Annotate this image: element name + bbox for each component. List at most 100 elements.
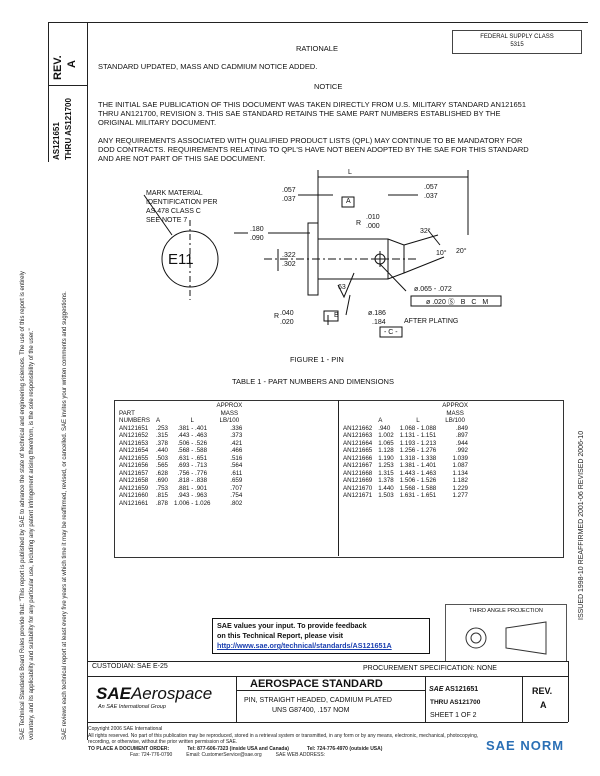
table-cell: AN121669 <box>343 477 373 484</box>
pin-figure <box>143 170 502 338</box>
notice-paragraph-2: ANY REQUIREMENTS ASSOCIATED WITH QUALIFI… <box>98 136 529 163</box>
table-cell: AN121667 <box>343 462 373 469</box>
table-cell: .815 <box>155 492 168 499</box>
third-angle-label: THIRD ANGLE PROJECTION <box>469 608 543 614</box>
table-cell: .381 - .401 <box>177 424 208 432</box>
footer-rev-value: A <box>540 700 547 710</box>
part-description-2: UNS G87400, .157 NOM <box>272 707 350 714</box>
title-underline <box>236 690 425 691</box>
doc-number-line2: THRU AS121700 <box>64 98 73 160</box>
dim-302: .302 <box>282 261 296 268</box>
doc-number-range: THRU AS121700 <box>430 699 481 706</box>
notice-paragraph-1: THE INITIAL SAE PUBLICATION OF THIS DOCU… <box>98 100 527 127</box>
table-cell: .943 - .963 <box>177 492 208 499</box>
rad-R: R <box>274 313 280 320</box>
table-cell: AN121662 <box>343 424 373 432</box>
sheet-number: SHEET 1 OF 2 <box>430 712 477 719</box>
table-cell: .378 <box>155 439 168 447</box>
table-row: AN121656.565.693 - .713.564 <box>116 462 245 470</box>
table-cell: .849 <box>455 424 468 432</box>
table-cell: 1.277 <box>452 492 468 499</box>
table-cell: .659 <box>230 477 243 484</box>
tolerance-frame: ø .020 Ⓢ B C M <box>426 299 489 306</box>
table-cell: 1.128 <box>378 447 394 454</box>
angle-32: 32° <box>420 228 431 235</box>
table-cell: .631 - .651 <box>177 454 208 462</box>
table-cell: 1.087 <box>452 462 468 469</box>
table-row: AN121662 .940 1.068 - 1.088 .849 <box>340 425 471 433</box>
feedback-line1: SAE values your input. To provide feedba… <box>217 621 367 630</box>
title-block-div1 <box>236 676 237 722</box>
side-note-1: SAE Technical Standards Board Rules prov… <box>20 271 26 740</box>
left-border <box>87 22 88 740</box>
dim-R: R <box>356 220 362 227</box>
table-cell: AN121659 <box>119 484 149 492</box>
table-cell: .503 <box>155 454 168 462</box>
table-cell: AN121660 <box>119 492 149 499</box>
feedback-link[interactable]: http://www.sae.org/technical/standards/A… <box>217 641 392 650</box>
notice-heading: NOTICE <box>314 82 343 91</box>
table-cell: .897 <box>455 432 468 439</box>
table-cell: 1.068 - 1.088 <box>399 424 437 432</box>
table-cell: 1.256 - 1.276 <box>399 447 437 454</box>
table-cell: 1.631 - 1.651 <box>399 492 437 499</box>
table-row: AN121658.690.818 - .838.659 <box>116 477 245 485</box>
table-cell: .690 <box>155 477 168 484</box>
table-row: AN121655.503.631 - .651.516 <box>116 455 245 463</box>
table-cell: .564 <box>230 462 243 469</box>
dim-037a: .037 <box>282 196 296 203</box>
projection-symbol-icon <box>465 621 547 655</box>
table-cell: AN121656 <box>119 462 149 469</box>
table-cell: .611 <box>230 469 243 477</box>
sae-norm-watermark: SAE NORM <box>486 738 565 753</box>
table-cell: 1.440 <box>378 484 394 492</box>
table-cell: AN121657 <box>119 469 149 477</box>
title-block-right <box>568 661 569 722</box>
table-cell: .443 - .463 <box>177 432 208 439</box>
dim-322: .322 <box>282 252 296 259</box>
table-cell: 1.318 - 1.338 <box>399 454 437 462</box>
table-cell: 1.443 - 1.463 <box>399 469 437 477</box>
hole-dim: ø.065 - .072 <box>414 286 452 293</box>
side-note-2: voluntary, and its applicability and sui… <box>29 328 35 740</box>
title-block-div2 <box>425 676 426 722</box>
table-cell: .753 <box>155 484 168 492</box>
angle-10: 10° <box>436 250 447 257</box>
table-cell: 1.506 - 1.526 <box>399 477 437 484</box>
custodian-line <box>88 661 568 662</box>
table-cell: AN121668 <box>343 469 373 477</box>
table-cell: .940 <box>378 424 391 432</box>
table-cell: .466 <box>230 447 243 454</box>
table-cell: AN121655 <box>119 454 149 462</box>
rev-box-divider <box>48 85 88 86</box>
table-cell: 1.378 <box>378 477 394 484</box>
table-row: AN121659.753.881 - .901.707 <box>116 485 245 493</box>
table-row: AN121651.253.381 - .401.336 <box>116 425 245 433</box>
rationale-text: STANDARD UPDATED, MASS AND CADMIUM NOTIC… <box>98 62 318 71</box>
table-cell: .373 <box>230 432 243 439</box>
table-cell: .628 <box>155 469 168 477</box>
surface-63: 63 <box>338 284 346 291</box>
table-row: AN121660.815.943 - .963.754 <box>116 492 245 500</box>
dim-090: .090 <box>250 235 264 242</box>
table-cell: .315 <box>155 432 168 439</box>
table-cell: .756 - .776 <box>177 469 208 477</box>
table-cell: 1.134 <box>452 469 468 477</box>
standard-title: AEROSPACE STANDARD <box>250 678 383 690</box>
figure-caption: FIGURE 1 - PIN <box>290 355 344 364</box>
table-cell: AN121654 <box>119 447 149 454</box>
top-border <box>48 22 588 23</box>
rev-label: REV. <box>52 55 64 80</box>
dim-037b: .037 <box>424 193 438 200</box>
rad-020: .020 <box>280 319 294 326</box>
table-cell: .506 - .526 <box>177 439 208 447</box>
datum-A: A <box>346 198 351 205</box>
table-cell: .253 <box>155 424 168 432</box>
